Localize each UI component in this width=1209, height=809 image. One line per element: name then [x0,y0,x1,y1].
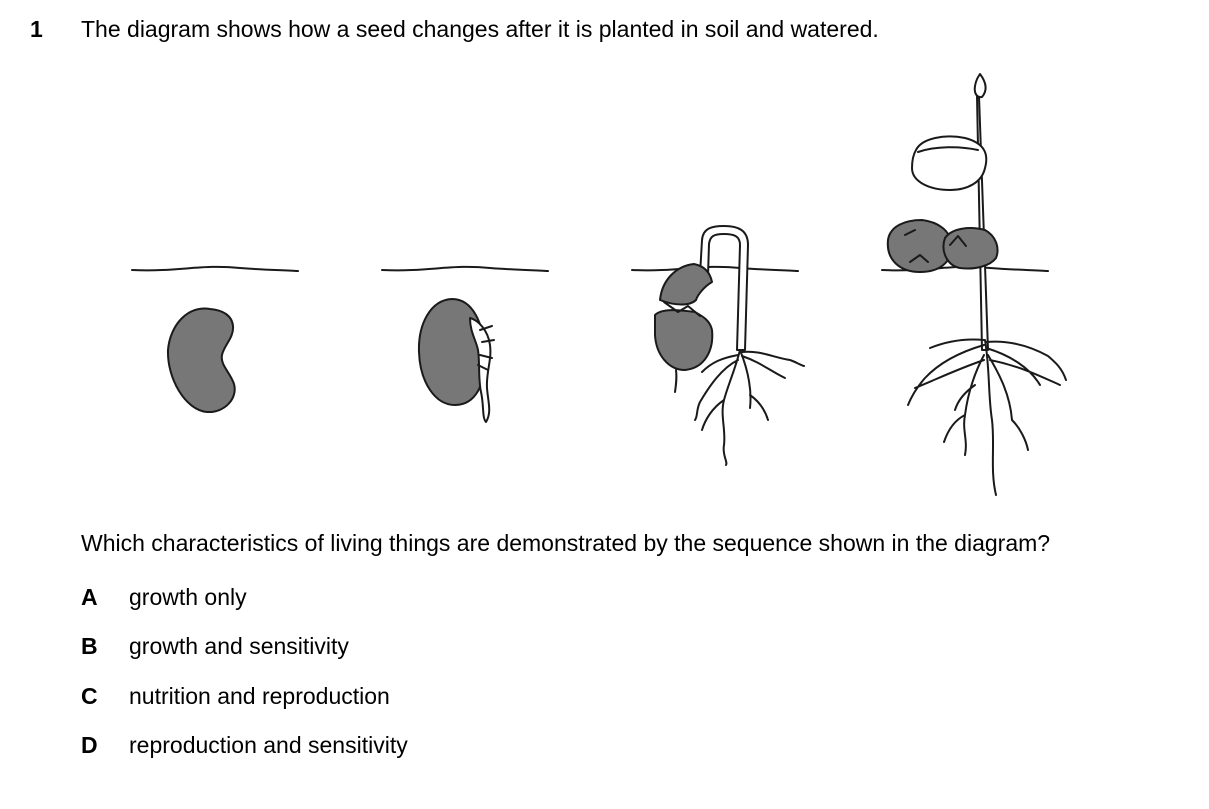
cracks-4 [905,230,966,262]
option-a[interactable]: A growth only [81,584,247,611]
question-prompt: Which characteristics of living things a… [81,530,1051,556]
question-number: 1 [30,16,43,42]
option-text: nutrition and reproduction [129,683,390,709]
cotyledon-top [912,137,986,191]
option-letter: D [81,732,98,758]
stage-1-seed [132,267,298,412]
stage-4-seedling [882,74,1066,495]
seed-coat-lower-3 [655,310,712,370]
option-letter: A [81,584,98,610]
root-hairs-2 [478,326,494,370]
root-system-3 [675,350,804,465]
crack-3 [664,302,700,316]
option-text: growth and sensitivity [129,633,349,659]
root-system-4 [908,339,1066,495]
option-d[interactable]: D reproduction and sensitivity [81,732,408,759]
option-text: reproduction and sensitivity [129,732,408,758]
option-c[interactable]: C nutrition and reproduction [81,683,390,710]
radicle-2 [470,318,490,422]
soil-line-2 [382,267,548,271]
seed-germination-diagram [120,70,1080,505]
seed-2 [419,299,485,405]
option-text: growth only [129,584,247,610]
stage-2-seed [382,267,548,422]
soil-line-1 [132,267,298,271]
seed-1 [168,308,235,412]
main-stem [977,96,988,350]
option-b[interactable]: B growth and sensitivity [81,633,349,660]
seed-coat-upper-3 [660,264,712,305]
cotyledon-top-band [918,147,978,152]
option-letter: C [81,683,98,709]
option-letter: B [81,633,98,659]
soil-line-3 [632,267,798,271]
shoot-tip [975,74,986,97]
question-stem: The diagram shows how a seed changes aft… [81,16,879,42]
seed-coat-right-4 [943,228,997,268]
stage-3-seedling [632,226,804,465]
seed-coat-left-4 [888,220,952,272]
hooked-shoot [700,226,748,350]
